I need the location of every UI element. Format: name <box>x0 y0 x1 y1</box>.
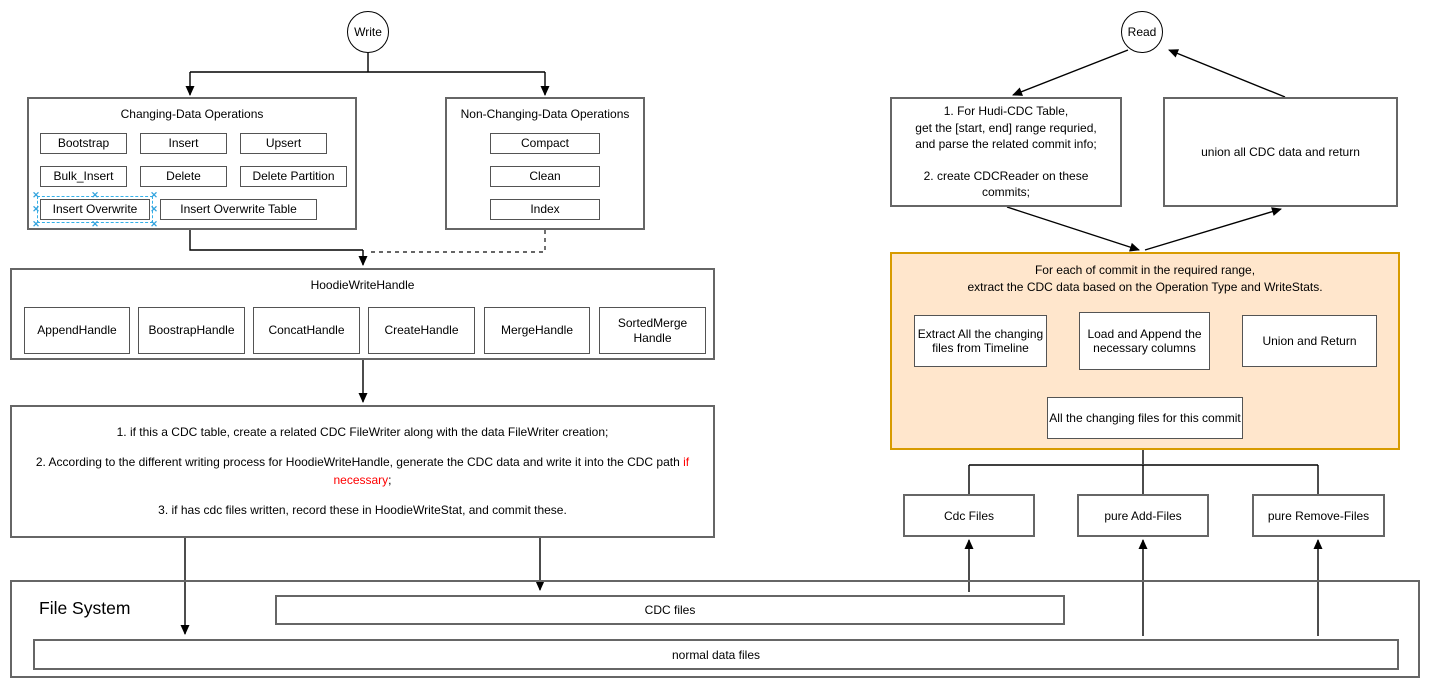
file-system-group[interactable]: File System CDC files normal data files <box>10 580 1420 678</box>
cdc-extract-group-title: For each of commit in the required range… <box>967 263 1323 294</box>
append-handle-box[interactable]: AppendHandle <box>24 307 130 354</box>
cdc-write-notes-box[interactable]: 1. if this a CDC table, create a related… <box>10 405 715 538</box>
pure-add-files-box[interactable]: pure Add-Files <box>1077 494 1209 537</box>
merge-handle-box[interactable]: MergeHandle <box>484 307 590 354</box>
if-necessary-highlight: if necessary <box>333 455 690 487</box>
cdc-write-note-3: 3. if has cdc files written, record thes… <box>158 502 567 517</box>
load-append-columns-box[interactable]: Load and Append the necessary columns <box>1079 312 1210 370</box>
op-delete[interactable]: Delete <box>140 166 227 187</box>
selection-handle-icon[interactable] <box>32 191 40 199</box>
non-changing-data-operations-title: Non-Changing-Data Operations <box>460 107 630 121</box>
cdc-files-bar[interactable]: CDC files <box>275 595 1065 625</box>
selection-handle-icon[interactable] <box>32 220 40 228</box>
union-all-cdc-box[interactable]: union all CDC data and return <box>1163 97 1398 207</box>
normal-data-files-bar[interactable]: normal data files <box>33 639 1399 670</box>
cdc-write-note-1: 1. if this a CDC table, create a related… <box>116 424 609 439</box>
union-and-return-box[interactable]: Union and Return <box>1242 315 1377 367</box>
op-insert-overwrite-table[interactable]: Insert Overwrite Table <box>160 199 317 220</box>
op-bootstrap[interactable]: Bootstrap <box>40 133 127 154</box>
concat-handle-box[interactable]: ConcatHandle <box>253 307 360 354</box>
read-node-label: Read <box>1127 25 1157 39</box>
read-node[interactable]: Read <box>1121 11 1163 53</box>
cdc-files-box[interactable]: Cdc Files <box>903 494 1035 537</box>
file-system-title: File System <box>39 598 131 618</box>
pure-remove-files-box[interactable]: pure Remove-Files <box>1252 494 1385 537</box>
read-step-box[interactable]: 1. For Hudi-CDC Table, get the [start, e… <box>890 97 1122 207</box>
changing-files-for-commit-box[interactable]: All the changing files for this commit <box>1047 397 1243 439</box>
changing-data-operations-group[interactable]: Changing-Data Operations Bootstrap Inser… <box>27 97 357 230</box>
op-insert[interactable]: Insert <box>140 133 227 154</box>
selection-handle-icon[interactable] <box>150 205 158 213</box>
cdc-extract-group[interactable]: For each of commit in the required range… <box>890 252 1400 450</box>
selection-handle-icon[interactable] <box>91 220 99 228</box>
op-clean[interactable]: Clean <box>490 166 600 187</box>
hoodie-write-handle-group[interactable]: HoodieWriteHandle AppendHandle BoostrapH… <box>10 268 715 360</box>
non-changing-data-operations-group[interactable]: Non-Changing-Data Operations Compact Cle… <box>445 97 645 230</box>
changing-data-operations-title: Changing-Data Operations <box>120 107 264 121</box>
op-insert-overwrite[interactable]: Insert Overwrite <box>37 196 153 223</box>
extract-changing-files-box[interactable]: Extract All the changing files from Time… <box>914 315 1047 367</box>
cdc-write-note-2: 2. According to the different writing pr… <box>35 455 690 487</box>
selection-handle-icon[interactable] <box>150 220 158 228</box>
selection-handle-icon[interactable] <box>91 191 99 199</box>
op-upsert[interactable]: Upsert <box>240 133 327 154</box>
selection-handle-icon[interactable] <box>32 205 40 213</box>
op-compact[interactable]: Compact <box>490 133 600 154</box>
write-node[interactable]: Write <box>347 11 389 53</box>
sorted-merge-handle-box[interactable]: SortedMerge Handle <box>599 307 706 354</box>
op-index[interactable]: Index <box>490 199 600 220</box>
op-delete-partition[interactable]: Delete Partition <box>240 166 347 187</box>
selection-handle-icon[interactable] <box>150 191 158 199</box>
write-node-label: Write <box>354 25 382 39</box>
op-bulk-insert[interactable]: Bulk_Insert <box>40 166 127 187</box>
boostrap-handle-box[interactable]: BoostrapHandle <box>138 307 245 354</box>
create-handle-box[interactable]: CreateHandle <box>368 307 475 354</box>
hoodie-write-handle-title: HoodieWriteHandle <box>310 278 415 292</box>
